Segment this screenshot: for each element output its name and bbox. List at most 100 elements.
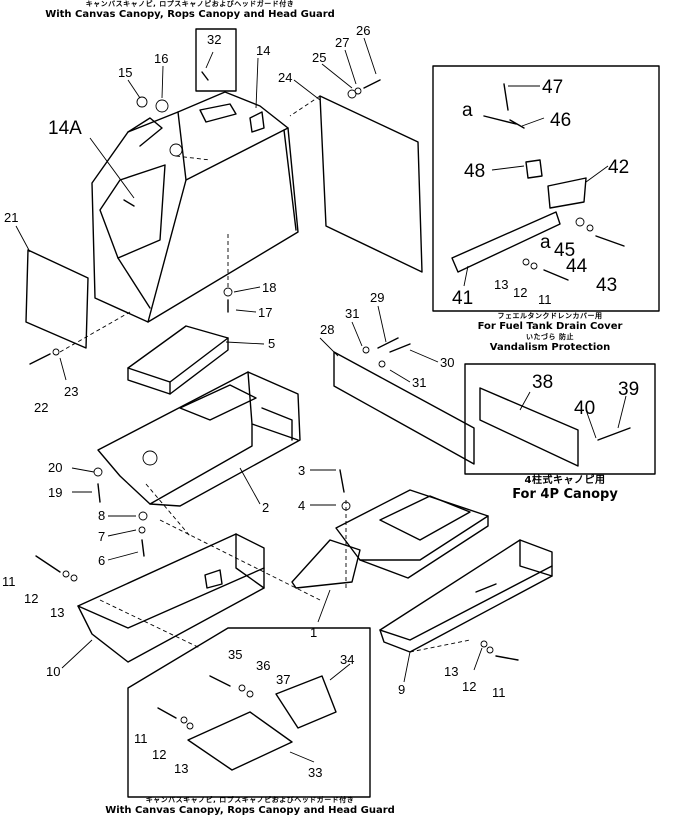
- cover-34: [275, 675, 337, 729]
- bottom-caption-jp: キャンバスキャノピ, ロプスキャノピおよびヘッドガード付き: [145, 796, 355, 804]
- callout-12d: 12: [513, 285, 527, 300]
- pin-47: [503, 83, 509, 111]
- callout-12c: 12: [152, 747, 166, 762]
- vandal-caption-jp: いたづら 防止: [526, 333, 574, 341]
- mounting-bracket-1: [291, 489, 489, 589]
- callout-36: 36: [256, 658, 270, 673]
- callout-22: 22: [34, 400, 48, 415]
- callout-a1: a: [462, 100, 473, 121]
- callout-4: 4: [298, 498, 305, 513]
- fuel-caption-jp: フェエルタンクドレンカバー用: [497, 312, 603, 320]
- callout-31b: 31: [412, 375, 426, 390]
- callout-26: 26: [356, 23, 370, 38]
- callout-19: 19: [48, 485, 62, 500]
- callout-8: 8: [98, 508, 105, 523]
- callout-10: 10: [46, 664, 60, 679]
- bracket-42: [547, 177, 587, 209]
- callout-2: 2: [262, 500, 269, 515]
- callout-27: 27: [335, 35, 349, 50]
- cover-41: [451, 211, 561, 273]
- callout-30: 30: [440, 355, 454, 370]
- base-frame-2: [97, 371, 301, 507]
- assembly-dashed-lines: [59, 95, 471, 653]
- callout-labels: 32 14 16 15 14A 25 27 26 24 21 18 17 5 2…: [2, 23, 639, 780]
- toolbox-cover-14: [91, 91, 299, 323]
- cover-33: [187, 711, 293, 771]
- callout-5: 5: [268, 336, 275, 351]
- callout-17: 17: [258, 305, 272, 320]
- callout-12b: 12: [462, 679, 476, 694]
- callout-9: 9: [398, 682, 405, 697]
- callout-33: 33: [308, 765, 322, 780]
- callout-3: 3: [298, 463, 305, 478]
- callout-35: 35: [228, 647, 242, 662]
- callout-40: 40: [574, 398, 595, 419]
- callout-43: 43: [596, 275, 617, 296]
- 4p-canopy-caption: 4柱式キャノピ用 For 4P Canopy: [505, 475, 625, 502]
- bottom-caption: キャンバスキャノピ, ロプスキャノピおよびヘッドガード付き With Canva…: [100, 796, 400, 817]
- callout-21: 21: [4, 210, 18, 225]
- callout-24: 24: [278, 70, 292, 85]
- callout-6: 6: [98, 553, 105, 568]
- callout-25: 25: [312, 50, 326, 65]
- callout-16: 16: [154, 51, 168, 66]
- callout-18: 18: [262, 280, 276, 295]
- callout-44: 44: [566, 256, 588, 277]
- vandal-caption-en: Vandalism Protection: [489, 342, 611, 353]
- callout-31a: 31: [345, 306, 359, 321]
- cover-plate-24: [319, 95, 423, 273]
- bolts-and-washers: [29, 71, 625, 730]
- callout-47: 47: [542, 77, 563, 98]
- callout-12a: 12: [24, 591, 38, 606]
- lower-cover-9: [379, 539, 553, 653]
- callout-a2: a: [540, 232, 551, 253]
- callout-34: 34: [340, 652, 354, 667]
- callout-28: 28: [320, 322, 334, 337]
- callout-39: 39: [618, 379, 639, 400]
- callout-14a: 14A: [48, 118, 82, 139]
- part-32-frame: [195, 28, 237, 92]
- callout-11c: 11: [134, 731, 148, 746]
- bolt-39: [597, 427, 631, 441]
- callout-46: 46: [550, 110, 571, 131]
- callout-7: 7: [98, 529, 105, 544]
- fuel-tank-caption: フェエルタンクドレンカバー用 For Fuel Tank Drain Cover…: [440, 312, 660, 354]
- callout-15: 15: [118, 65, 132, 80]
- callout-13d: 13: [494, 277, 508, 292]
- lower-cover-10: [77, 533, 265, 663]
- top-caption-jp: キャンバスキャノピ, ロプスキャノピおよびヘッドガード付き: [85, 0, 295, 8]
- top-caption: キャンバスキャノピ, ロプスキャノピおよびヘッドガード付き With Canva…: [40, 0, 340, 21]
- cover-plate-21: [25, 249, 89, 349]
- bolt-46: [483, 115, 525, 129]
- callout-20: 20: [48, 460, 62, 475]
- callout-38: 38: [532, 372, 553, 393]
- callout-11b: 11: [492, 685, 506, 700]
- callout-32: 32: [207, 32, 221, 47]
- bracket-5: [127, 325, 229, 395]
- callout-23: 23: [64, 384, 78, 399]
- fuel-caption-en: For Fuel Tank Drain Cover: [477, 321, 623, 332]
- plate-28: [333, 351, 475, 465]
- callout-48: 48: [464, 161, 485, 182]
- callout-14: 14: [256, 43, 270, 58]
- callout-45: 45: [554, 240, 575, 261]
- plate-38: [479, 387, 579, 467]
- 4p-canopy-inset-frame: [464, 363, 656, 475]
- lock-48: [525, 159, 543, 179]
- callout-37: 37: [276, 672, 290, 687]
- callout-41: 41: [452, 288, 473, 309]
- top-caption-en: With Canvas Canopy, Rops Canopy and Head…: [45, 9, 335, 20]
- callout-13b: 13: [444, 664, 458, 679]
- bottom-inset-frame: [127, 627, 371, 798]
- callout-29: 29: [370, 290, 384, 305]
- callout-13a: 13: [50, 605, 64, 620]
- callout-11a: 11: [2, 574, 16, 589]
- fuel-tank-inset-frame: [432, 65, 660, 312]
- callout-13c: 13: [174, 761, 188, 776]
- callout-11d: 11: [538, 292, 552, 307]
- callout-42: 42: [608, 157, 629, 178]
- bottom-caption-en: With Canvas Canopy, Rops Canopy and Head…: [105, 805, 395, 816]
- leader-lines: [15, 37, 627, 763]
